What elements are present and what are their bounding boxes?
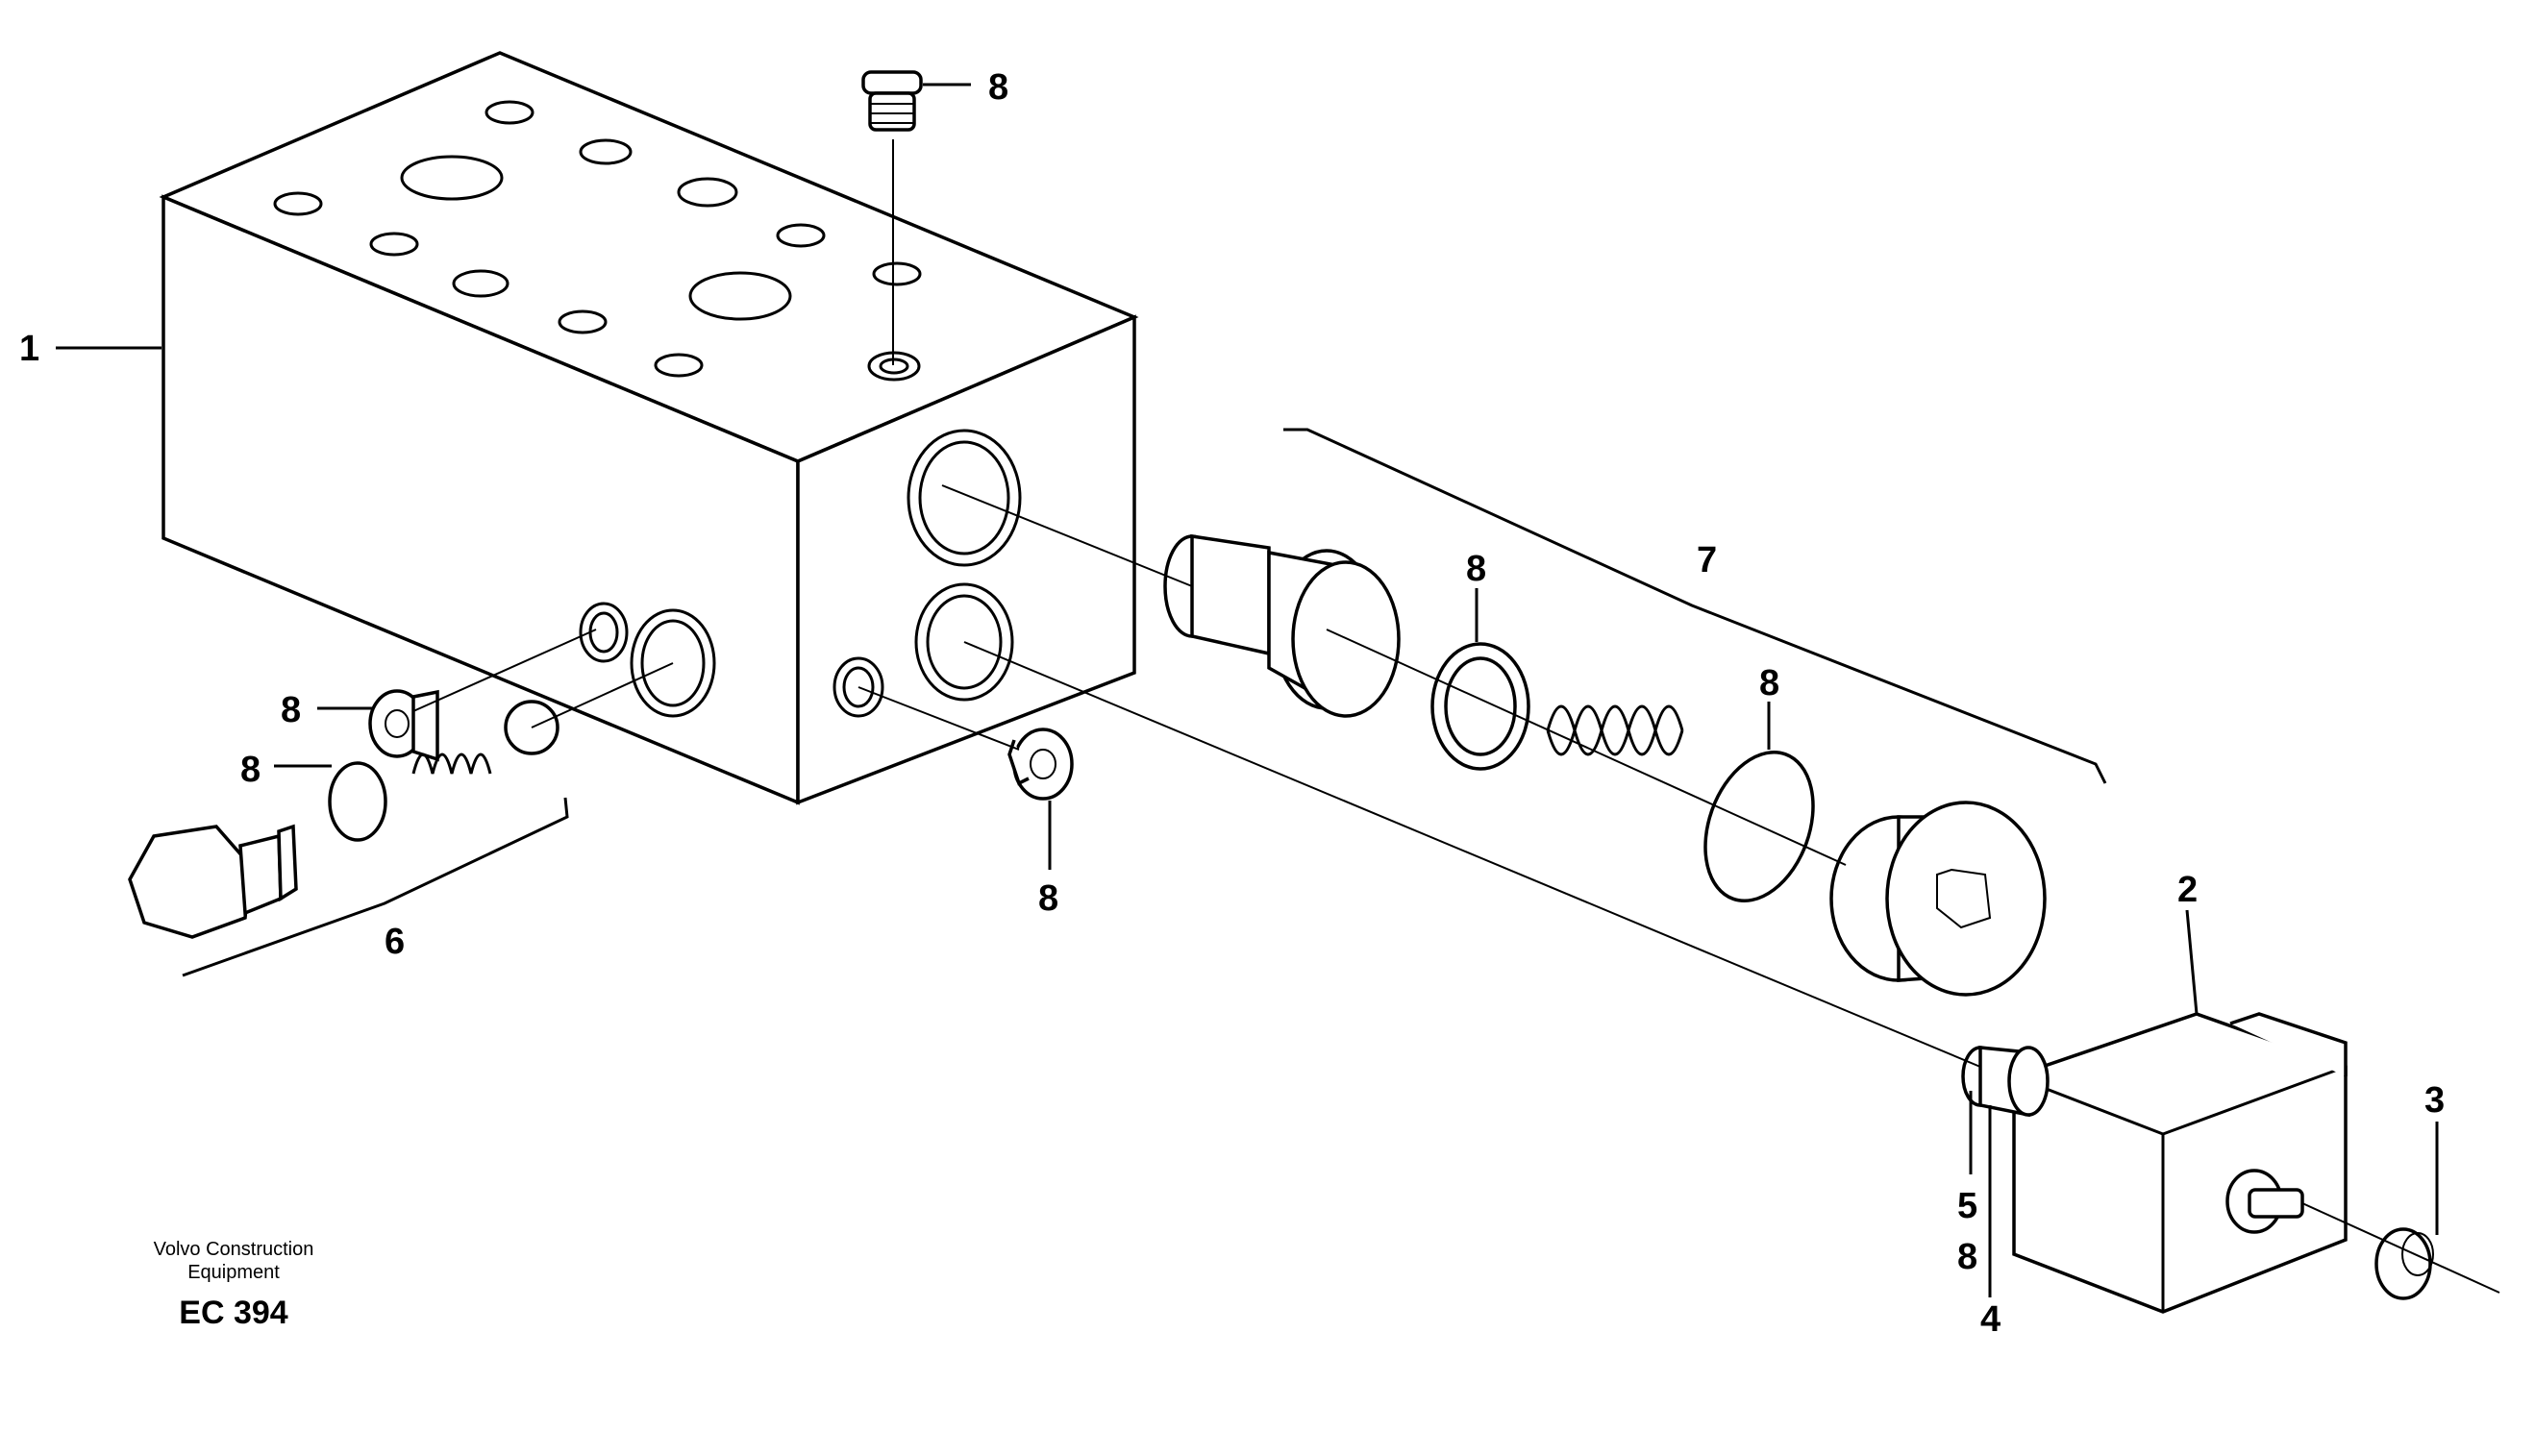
- axis-line-group-7: [1326, 629, 1847, 866]
- plug-side-left: [368, 689, 439, 762]
- plug-front: [1007, 728, 1074, 801]
- callout-8-front-plug: 8: [1038, 878, 1058, 919]
- callout-8-oring-mid: 8: [1759, 663, 1779, 703]
- axis-line-left-lower: [531, 662, 674, 728]
- callout-8-oring-left: 8: [240, 750, 261, 790]
- seal-ring-mid: [1430, 642, 1530, 771]
- callout-2: 2: [2177, 870, 2198, 910]
- axis-line-nut: [2301, 1202, 2500, 1294]
- axis-line-front-plug: [857, 686, 1020, 751]
- callout-6: 6: [385, 922, 405, 962]
- caption-company-line2: Equipment: [187, 1262, 280, 1283]
- caption-company-line1: Volvo Construction: [154, 1239, 314, 1260]
- caption-figure-code: EC 394: [179, 1295, 287, 1331]
- axis-line-left-upper: [412, 629, 597, 712]
- bracket-group-7: [1283, 428, 2107, 784]
- nut-3: [2374, 1227, 2434, 1300]
- oring-left: [328, 761, 387, 842]
- plug-hex-left: [128, 824, 298, 939]
- valve-spool: [1163, 533, 1401, 718]
- callout-8-side-plug: 8: [281, 690, 301, 730]
- axis-line-spool: [941, 484, 1193, 587]
- callout-7: 7: [1697, 540, 1717, 580]
- spring-left: [411, 753, 492, 775]
- callout-5: 5: [1957, 1186, 1977, 1226]
- axis-line-solenoid: [963, 641, 1981, 1068]
- callout-8-ring-mid: 8: [1466, 549, 1486, 589]
- callout-8-top-plug: 8: [988, 67, 1008, 108]
- callout-3: 3: [2424, 1080, 2445, 1121]
- solenoid: [2012, 1012, 2348, 1314]
- seal-stem: [1961, 1046, 2050, 1118]
- spring-mid: [1546, 704, 1684, 756]
- callout-1: 1: [19, 329, 39, 369]
- callout-8-seal: 8: [1957, 1237, 1977, 1277]
- callout-4: 4: [1980, 1299, 2001, 1340]
- plug-top: [861, 70, 923, 132]
- valve-block: [159, 51, 1139, 805]
- leader-lines: [56, 83, 2439, 1297]
- bracket-group-6: [182, 797, 569, 977]
- plug-cap-mid: [1829, 801, 2047, 997]
